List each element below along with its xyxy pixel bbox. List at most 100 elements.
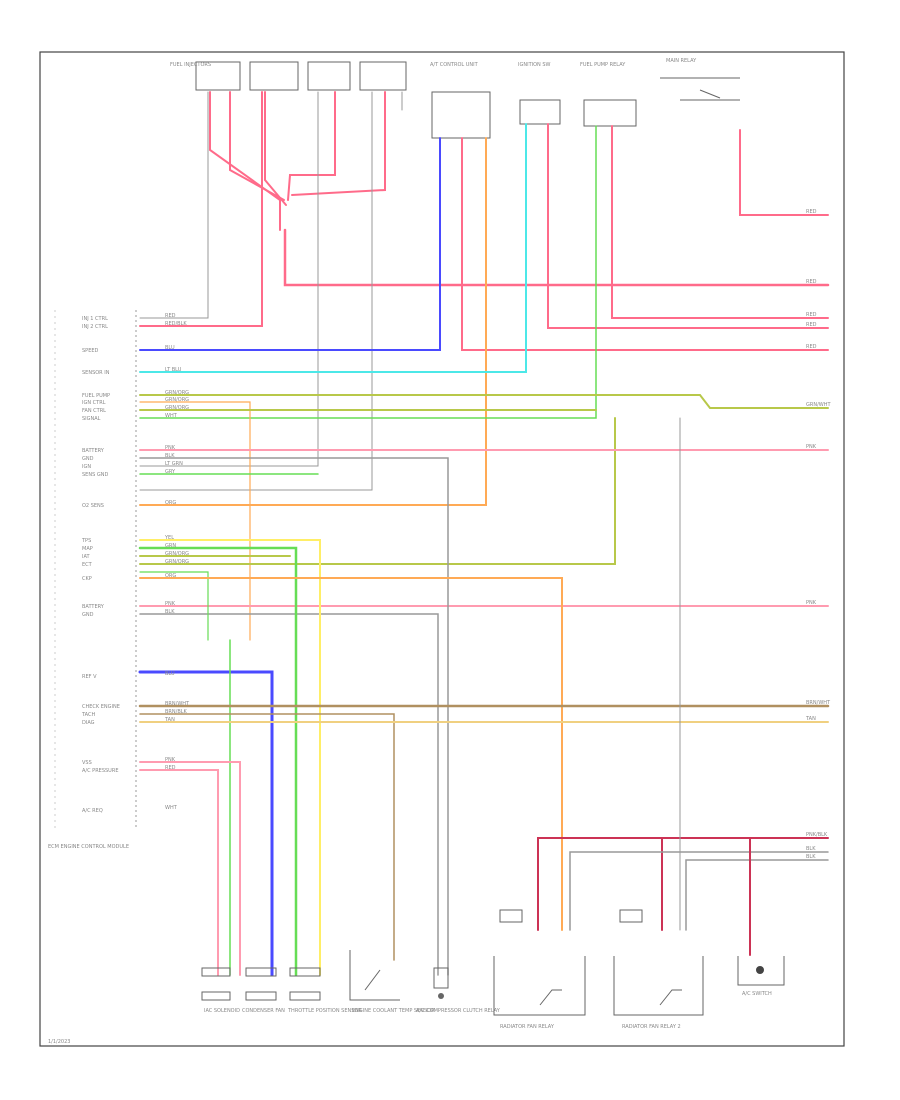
ecm-block: ECM ENGINE CONTROL MODULE <box>48 310 137 850</box>
wire-color-label: BLK <box>165 609 175 615</box>
wire-color-label: RED <box>165 765 176 771</box>
ecm-pin-label: INJ 1 CTRL <box>82 316 108 322</box>
tps-connector <box>289 967 321 1001</box>
tps-label: THROTTLE POSITION SENSOR <box>287 1008 362 1014</box>
fan-relay-feed <box>537 837 663 931</box>
condenser-fan-label: CONDENSER FAN <box>242 1008 285 1014</box>
ign-ctrl-wire <box>139 401 251 641</box>
wire-color-label: RED <box>165 313 176 319</box>
ecm-pin-label: GND <box>82 456 94 462</box>
ecm-pin-label: GND <box>82 612 94 618</box>
right-terminal-label: BLK <box>806 846 816 852</box>
ecm-pin-label: DIAG <box>82 720 95 726</box>
radiator-fan-relay-1 <box>493 909 586 1016</box>
at-control-label: A/T CONTROL UNIT <box>430 62 479 68</box>
wire-color-label: ORG <box>165 500 176 506</box>
ecm-pin-label: BATTERY <box>82 448 105 454</box>
ecm-pin-label: A/C REQ <box>82 808 103 814</box>
injector-wire-5 <box>291 91 386 196</box>
ect-sensor <box>349 950 400 1001</box>
diagram-frame <box>39 51 845 1047</box>
injector-wire-2 <box>229 91 285 201</box>
fan-relay-2-label: RADIATOR FAN RELAY 2 <box>622 1024 681 1030</box>
footer-code: 1/1/2023 <box>48 1039 70 1045</box>
inj2-ctrl-wire <box>139 91 263 327</box>
top-components: FUEL INJECTORS A/T CONTROL UNIT IGNITION… <box>170 58 740 139</box>
ecm-pin-label: SPEED <box>82 348 99 354</box>
ecm-pin-label: TACH <box>81 712 95 718</box>
wire-color-label: BLU <box>165 345 175 351</box>
ecm-pin-label: IGN <box>82 464 91 470</box>
wire-color-label: GRN/ORG <box>165 559 189 565</box>
ecm-pin-label: FAN CTRL <box>82 408 106 414</box>
main-red-bus <box>283 228 830 287</box>
wire-color-label: WHT <box>165 413 178 419</box>
ecm-pin-label: SENSOR IN <box>82 370 110 376</box>
right-terminal-label: RED <box>806 322 817 328</box>
at-red-wire <box>461 137 829 351</box>
ckp-orange <box>139 577 563 931</box>
wire-color-label: LT BLU <box>165 367 182 373</box>
ecm-pin-label: REF V <box>82 674 97 680</box>
wires <box>138 91 830 977</box>
main-relay-label: MAIN RELAY <box>666 58 697 64</box>
speed-wire <box>139 137 441 351</box>
right-terminal-label: PNK <box>806 600 817 606</box>
fuel-pump-red-wire <box>611 125 829 319</box>
ign-red-wire <box>547 123 829 329</box>
ecm-pin-label: IAT <box>82 554 91 560</box>
wire-color-label: LT GRN <box>165 461 183 467</box>
bottom-components: IAC SOLENOID CONDENSER FAN THROTTLE POSI… <box>201 909 785 1030</box>
right-terminal-label: BLK <box>806 854 816 860</box>
iac-solenoid-connector <box>201 967 231 1001</box>
injector-wire-3 <box>264 91 287 206</box>
ecm-title: ECM ENGINE CONTROL MODULE <box>48 844 129 850</box>
right-terminal-label: RED <box>806 344 817 350</box>
right-terminal-label: RED <box>806 279 817 285</box>
ecm-pin-label: ECT <box>82 562 93 568</box>
wire-color-label: GRY <box>165 469 176 475</box>
wire-color-label: BLU <box>165 671 175 677</box>
wire-color-label: PNK <box>165 445 176 451</box>
wire-color-label: YEL <box>164 535 174 541</box>
ecm-pin-labels: INJ 1 CTRL RED INJ 2 CTRL RED/BLK SPEED BLU SE… <box>81 313 190 814</box>
o2-wire <box>139 137 487 506</box>
right-terminal-label: RED <box>806 312 817 318</box>
right-terminal-label: BRN/WHT <box>806 700 831 706</box>
ac-pressure-wire <box>139 769 219 976</box>
fan-relay-1-label: RADIATOR FAN RELAY <box>500 1024 555 1030</box>
iac-solenoid-label: IAC SOLENOID <box>204 1008 240 1014</box>
wire-color-label: BRN/BLK <box>165 709 188 715</box>
condenser-fan-wire <box>138 670 274 977</box>
fuel-pump-bus <box>139 394 829 409</box>
ecm-pin-label: O2 SENS <box>82 503 104 509</box>
ground-wire-1 <box>139 457 449 976</box>
wire-color-label: ORG <box>165 573 176 579</box>
ect-bus <box>139 417 616 565</box>
ecm-pin-label: FUEL PUMP <box>82 393 110 399</box>
right-terminal-label: RED <box>806 209 817 215</box>
tach-wire <box>139 713 395 961</box>
compressor-relay-label: A/C COMPRESSOR CLUTCH RELAY <box>416 1008 501 1014</box>
right-terminal-labels: REDREDREDREDREDGRN/WHTPNKPNKBRN/WHTTANPN… <box>805 209 831 860</box>
injector-wire-4 <box>287 91 336 201</box>
fuel-pump-relay-wire <box>139 125 597 419</box>
ecm-pin-label: TPS <box>81 538 91 544</box>
ect-label: ENGINE COOLANT TEMP SENSOR <box>352 1008 435 1014</box>
ecm-pin-label: INJ 2 CTRL <box>82 324 108 330</box>
radiator-fan-relay-2 <box>613 909 704 1016</box>
ecm-pin-label: SENS GND <box>82 472 108 478</box>
compressor-relay <box>433 967 449 999</box>
ecm-pin-label: CKP <box>82 576 92 582</box>
tps-green <box>138 546 298 977</box>
wire-color-label: RED/BLK <box>165 321 187 327</box>
right-terminal-label: PNK/BLK <box>806 832 828 838</box>
wire-color-label: GRN/ORG <box>165 551 189 557</box>
iac-green <box>139 571 209 641</box>
injector-gray-1 <box>139 91 209 319</box>
ignition-sw-label: IGNITION SW <box>518 62 551 68</box>
wire-color-label: GRN/ORG <box>165 397 189 403</box>
right-terminal-label: GRN/WHT <box>806 402 831 408</box>
right-terminal-label: TAN <box>805 716 816 722</box>
ac-switch-label: A/C SWITCH <box>742 991 772 997</box>
